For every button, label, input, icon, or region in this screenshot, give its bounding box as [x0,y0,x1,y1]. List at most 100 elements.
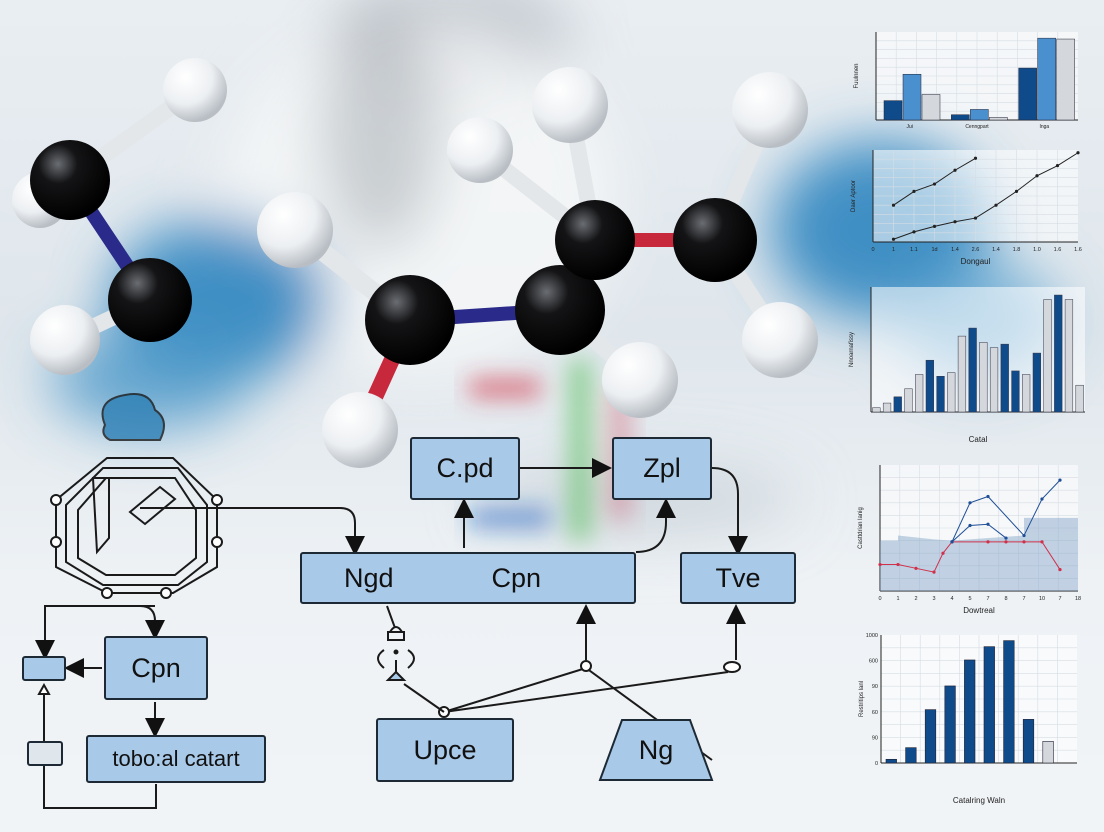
x-tick-label: 18 [1075,596,1081,602]
bar [1043,299,1052,413]
bar [979,342,988,413]
bar [968,327,977,413]
bar [1042,741,1054,764]
x-tick-label: 7 [1022,596,1025,602]
data-point [953,168,957,172]
box-catart: tobo:al catart [86,735,266,783]
plot-area [871,287,1085,412]
bar [936,376,945,413]
x-tick-label: 7 [1058,596,1061,602]
hydrogen-atoms [12,58,818,468]
small-node-box [27,741,63,766]
bar [957,335,967,413]
small-node-box [22,656,66,681]
x-tick-label: 1.0 [1033,247,1041,253]
area-fill [880,517,1078,591]
bar [989,117,1008,121]
x-tick-label: 10 [1039,596,1045,602]
x-tick-label: 1.6 [1054,247,1062,253]
bar [905,747,917,764]
data-point [986,540,990,544]
bar [1064,299,1074,413]
x-tick-label: 1.4 [951,247,959,253]
bar [902,73,922,121]
data-point [1076,151,1080,155]
data-point [1004,536,1008,540]
data-point [941,551,945,555]
data-point [914,566,918,570]
data-point [1014,189,1019,193]
y-axis-label: Fuulnnen [854,63,860,88]
data-point [1004,540,1008,544]
x-tick-label: Inga [1039,124,1049,130]
y-tick-label: 1000 [866,633,878,639]
data-point [912,230,916,234]
data-point [1058,567,1062,572]
data-point [1035,174,1039,178]
x-axis-label: Dowtreal [963,606,995,615]
bar [947,372,956,413]
octagon-emblem-icon [50,393,223,599]
bar [882,402,892,413]
data-point [1022,533,1026,538]
box-ng: Ng [598,718,714,782]
x-axis-label: Dongaul [961,257,991,266]
x-tick-label: 4 [950,596,953,602]
x-tick-label: 0 [878,596,881,602]
bar [1075,384,1084,413]
bar-chart-categories: Catal Nnoarnafissy [849,287,1085,444]
bar [921,94,941,121]
x-tick-label: 0 [871,247,874,253]
bar [964,659,976,764]
x-tick-label: 1.4 [992,247,1000,253]
data-point [994,203,998,207]
box-ngd-label: Ngd [344,562,394,593]
x-axis-label: Catal [969,435,988,444]
y-tick-label: 0 [875,761,878,767]
y-axis-label: Casttdrian lanig [858,507,864,549]
data-point [932,570,936,574]
data-point [1040,540,1044,544]
bar [925,359,934,413]
x-tick-label: 1.6 [1074,247,1082,253]
data-point [968,501,972,505]
x-tick-label: 1 [892,247,895,253]
bar [1011,370,1020,413]
bar [872,407,881,413]
data-point [912,189,916,193]
box-ng-label: Ng [638,734,674,765]
bar [1000,343,1009,413]
data-point [1055,164,1060,168]
box-upce: Upce [376,718,514,782]
data-point [896,562,900,567]
x-tick-label: 5 [968,596,971,602]
y-tick-label: 90 [872,684,878,690]
bar [951,114,970,121]
bar [1037,37,1056,121]
x-tick-label: 1d [931,247,937,253]
y-axis-label: Restritips lanl [859,681,865,717]
x-tick-label: 8 [1004,596,1007,602]
x-tick-label: Cenngpart [965,124,989,130]
data-point [891,237,896,241]
carbon-atoms [30,140,757,365]
y-axis-label: Nnoarnafissy [849,332,855,367]
bar [904,388,913,413]
bar [1032,352,1041,413]
series-line [893,152,1079,240]
box-zpl: Zpl [612,437,712,500]
data-point [1040,497,1044,501]
data-point [891,203,896,207]
data-point [973,216,978,220]
bar [885,758,897,764]
data-point [968,523,972,528]
bar [1054,294,1063,413]
x-tick-label: 7 [986,596,989,602]
box-ngd-cpn: Ngd Cpn [300,552,636,604]
y-tick-label: 90 [872,735,878,741]
